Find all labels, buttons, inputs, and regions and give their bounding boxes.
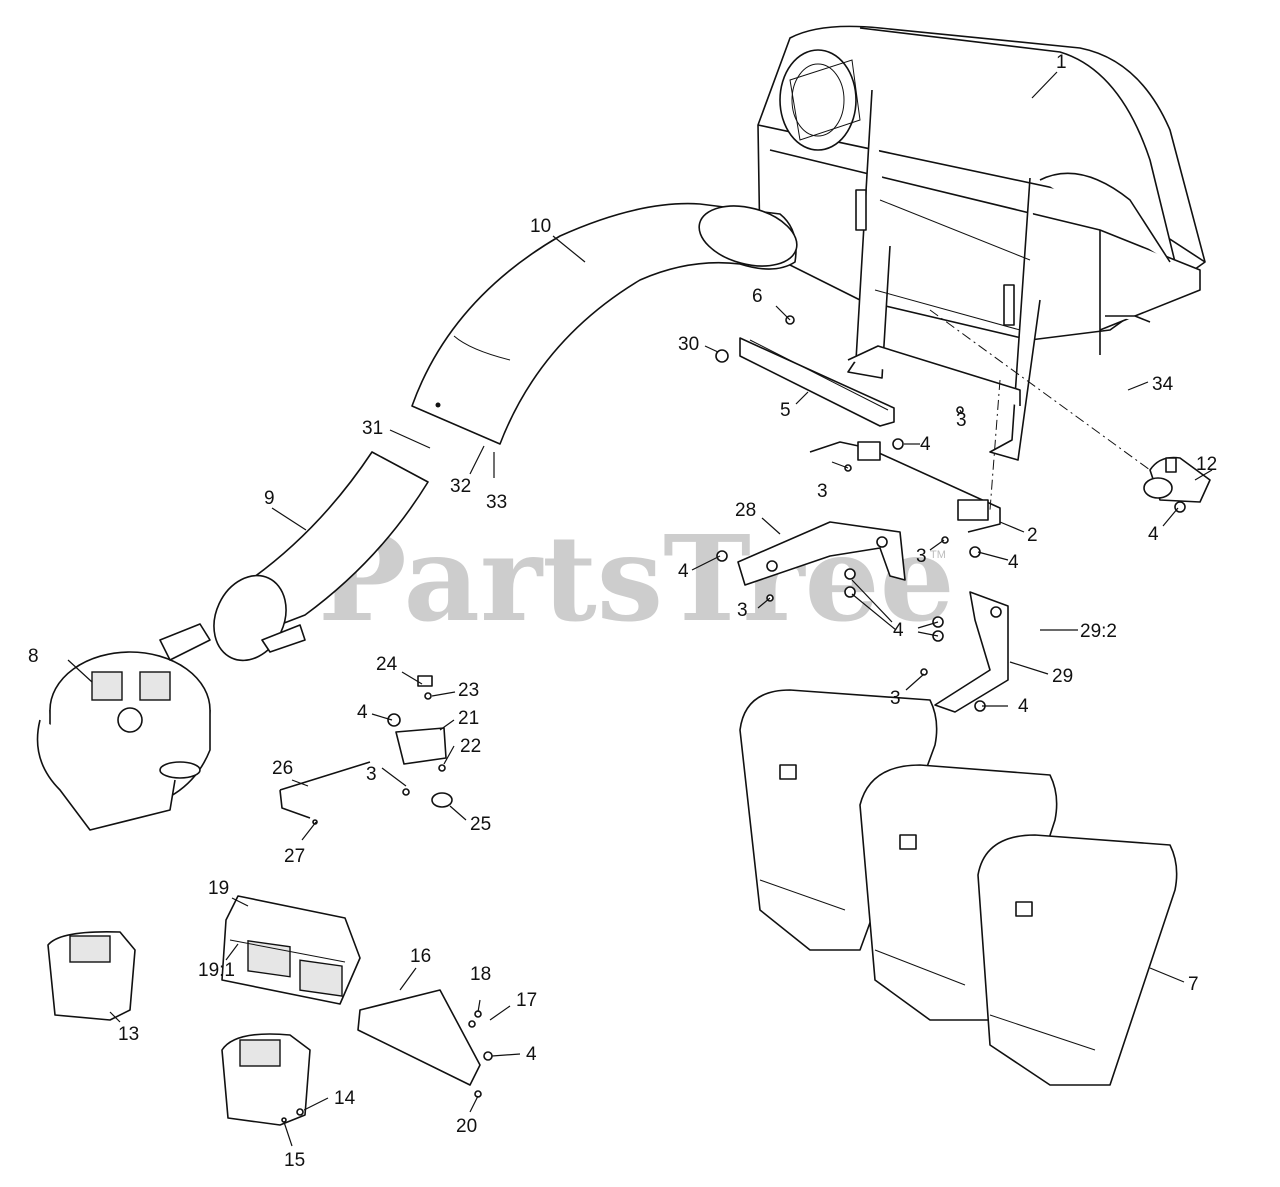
part-13-battery bbox=[47, 930, 136, 1021]
label-part-18: 18 bbox=[470, 964, 491, 985]
part-26-rod bbox=[279, 761, 371, 819]
part-29-bracket bbox=[934, 591, 1009, 713]
label-part-3: 3 bbox=[737, 600, 748, 621]
label-part-27: 27 bbox=[284, 846, 305, 867]
part-labels: 1 2 3 3 3 3 3 3 4 4 4 4 4 4 4 4 5 6 7 8 … bbox=[28, 52, 1217, 1171]
part-28-bracket bbox=[737, 521, 906, 586]
label-part-4: 4 bbox=[526, 1044, 537, 1065]
label-part-12: 12 bbox=[1196, 454, 1217, 475]
label-part-3: 3 bbox=[817, 481, 828, 502]
part-25-knob bbox=[431, 792, 453, 808]
label-part-33: 33 bbox=[486, 492, 507, 513]
label-part-3: 3 bbox=[366, 764, 377, 785]
label-part-2: 2 bbox=[1027, 525, 1038, 546]
watermark-trademark: TM bbox=[930, 549, 946, 561]
leader-lines bbox=[67, 71, 1213, 1147]
label-part-34: 34 bbox=[1152, 374, 1174, 395]
label-part-19: 19 bbox=[208, 878, 229, 899]
centerline-2 bbox=[989, 379, 1001, 511]
part-12-hanger bbox=[1143, 456, 1211, 503]
label-part-7: 7 bbox=[1188, 974, 1199, 995]
label-part-3: 3 bbox=[916, 546, 927, 567]
label-part-30: 30 bbox=[678, 334, 699, 355]
label-part-4: 4 bbox=[678, 561, 689, 582]
label-part-13: 13 bbox=[118, 1024, 139, 1045]
label-part-21: 21 bbox=[458, 708, 479, 729]
label-part-8: 8 bbox=[28, 646, 39, 667]
hardware bbox=[281, 315, 1186, 1123]
label-part-4: 4 bbox=[1018, 696, 1029, 717]
label-part-10: 10 bbox=[530, 216, 551, 237]
label-part-25: 25 bbox=[470, 814, 491, 835]
label-part-4: 4 bbox=[893, 620, 904, 641]
part-9-lower-tube bbox=[213, 451, 429, 662]
label-part-15: 15 bbox=[284, 1150, 305, 1171]
part-21-bracket bbox=[395, 675, 447, 765]
label-part-26: 26 bbox=[272, 758, 293, 779]
label-part-28: 28 bbox=[735, 500, 756, 521]
label-part-32: 32 bbox=[450, 476, 471, 497]
label-part-3: 3 bbox=[890, 688, 901, 709]
label-part-19-1: 19:1 bbox=[198, 960, 235, 981]
label-part-3: 3 bbox=[956, 410, 967, 431]
label-part-16: 16 bbox=[410, 946, 431, 967]
label-part-4: 4 bbox=[357, 702, 368, 723]
label-part-4: 4 bbox=[920, 434, 931, 455]
label-part-22: 22 bbox=[460, 736, 481, 757]
centerline bbox=[929, 309, 1151, 471]
label-part-1: 1 bbox=[1056, 52, 1067, 73]
label-part-6: 6 bbox=[752, 286, 763, 307]
part-14-battery bbox=[221, 1033, 311, 1126]
label-part-31: 31 bbox=[362, 418, 383, 439]
part-2-rod bbox=[809, 441, 1001, 533]
part-8-blower bbox=[36, 623, 211, 831]
part-1-mount-rails bbox=[847, 89, 1041, 461]
label-part-20: 20 bbox=[456, 1116, 477, 1137]
label-part-14: 14 bbox=[334, 1088, 356, 1109]
label-part-4: 4 bbox=[1008, 552, 1019, 573]
label-part-17: 17 bbox=[516, 990, 537, 1011]
part-1-hopper-lid bbox=[757, 25, 1206, 355]
part-7-bags bbox=[739, 689, 1178, 1086]
label-part-9: 9 bbox=[264, 488, 275, 509]
label-part-29-2: 29:2 bbox=[1080, 621, 1117, 642]
part-5-bracket bbox=[739, 337, 895, 427]
part-10-upper-tube bbox=[411, 202, 798, 445]
part-19-control-panels bbox=[221, 895, 361, 1005]
label-part-23: 23 bbox=[458, 680, 479, 701]
part-16-plate bbox=[357, 989, 481, 1086]
label-part-5: 5 bbox=[780, 400, 791, 421]
label-part-24: 24 bbox=[376, 654, 398, 675]
label-part-4: 4 bbox=[1148, 524, 1159, 545]
label-part-29: 29 bbox=[1052, 666, 1073, 687]
